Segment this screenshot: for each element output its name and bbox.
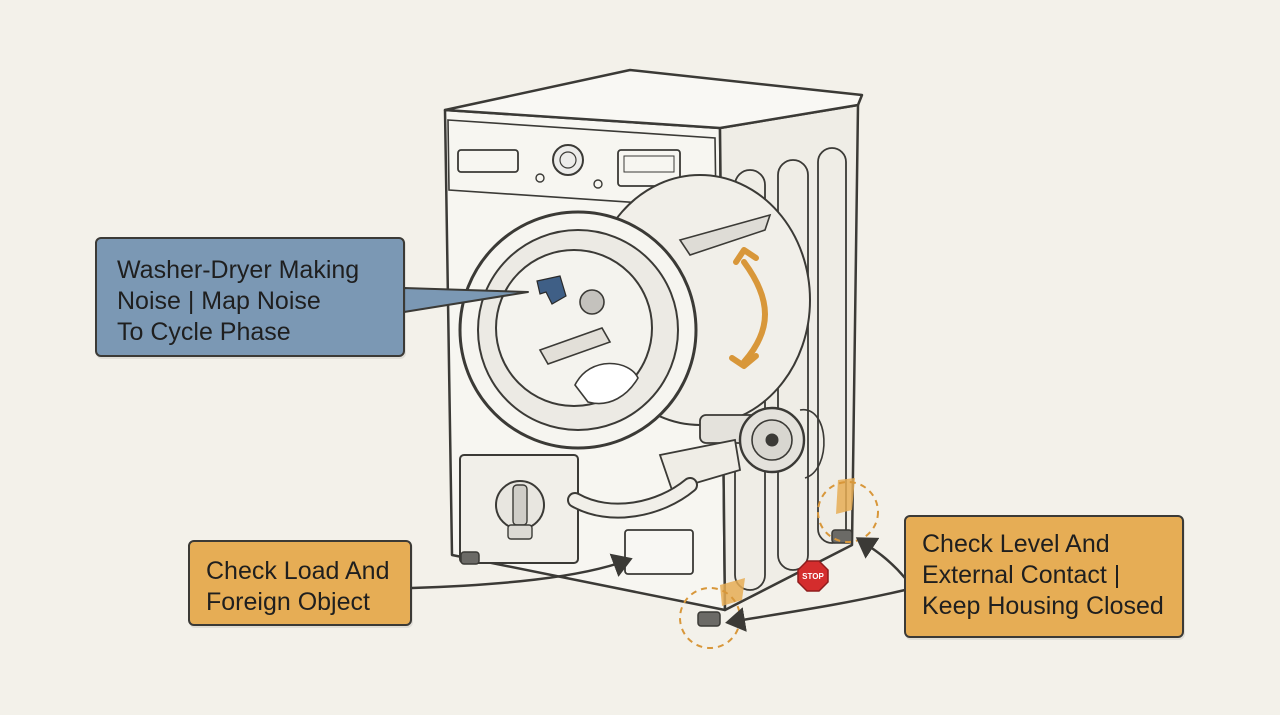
display-panel: [617, 149, 681, 187]
foreign-object-ball: [579, 289, 605, 315]
level-callout: Check Level And External Contact | Keep …: [904, 515, 1184, 638]
noise-callout: Washer-Dryer Making Noise | Map Noise To…: [95, 237, 405, 357]
drum-mount-bracket: [658, 438, 742, 492]
load-callout-arrow: [411, 553, 633, 590]
stop-sign-icon: STOP: [797, 560, 829, 592]
drive-pulley: [699, 406, 825, 479]
foot-highlight-rear: [817, 481, 879, 543]
load-callout: Check Load And Foreign Object: [188, 540, 412, 626]
level-callout-arrow-front: [725, 588, 906, 632]
program-dial: [552, 144, 584, 176]
svg-text:STOP: STOP: [802, 572, 824, 581]
detergent-drawer: [457, 149, 519, 173]
level-callout-arrow-rear: [855, 537, 906, 579]
cabinet-top: [443, 68, 864, 130]
foreign-object-sock: [536, 275, 567, 305]
vibration-arrow-icon: [729, 247, 768, 369]
